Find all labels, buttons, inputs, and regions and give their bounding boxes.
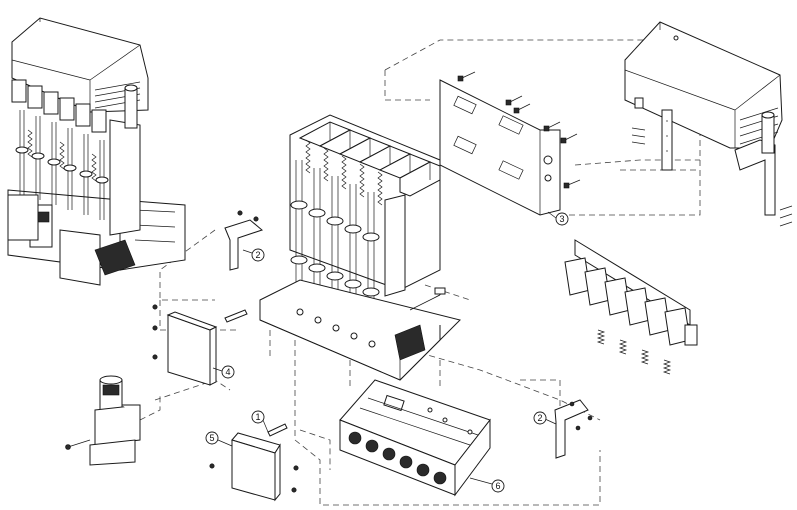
callout-3: 3 [547,211,569,226]
svg-text:2: 2 [537,413,542,423]
cover-5 [209,432,299,502]
callout-2-right: 2 [533,411,557,425]
valve-assembly [65,375,141,466]
callout-5: 5 [205,431,233,447]
svg-text:2: 2 [255,250,260,260]
connector-block-6 [339,379,491,497]
mounting-plate [439,71,581,216]
callout-6: 6 [469,477,505,493]
svg-text:1: 1 [255,412,260,422]
assembled-unit-left [7,17,186,286]
bracket-left [224,210,264,271]
cover-plate-4 [152,304,248,386]
callout-1: 1 [251,410,265,424]
locating-pin-1 [262,419,288,437]
svg-text:4: 4 [225,367,230,377]
callout-4: 4 [212,365,235,379]
svg-text:5: 5 [209,433,214,443]
svg-text:6: 6 [495,481,500,491]
callout-2-left: 2 [242,248,265,262]
svg-text:3: 3 [559,214,564,224]
bracket-right [554,399,593,459]
cover-assembly-right [624,21,793,227]
clamp-row-right [564,239,698,375]
main-assembly [259,114,461,381]
